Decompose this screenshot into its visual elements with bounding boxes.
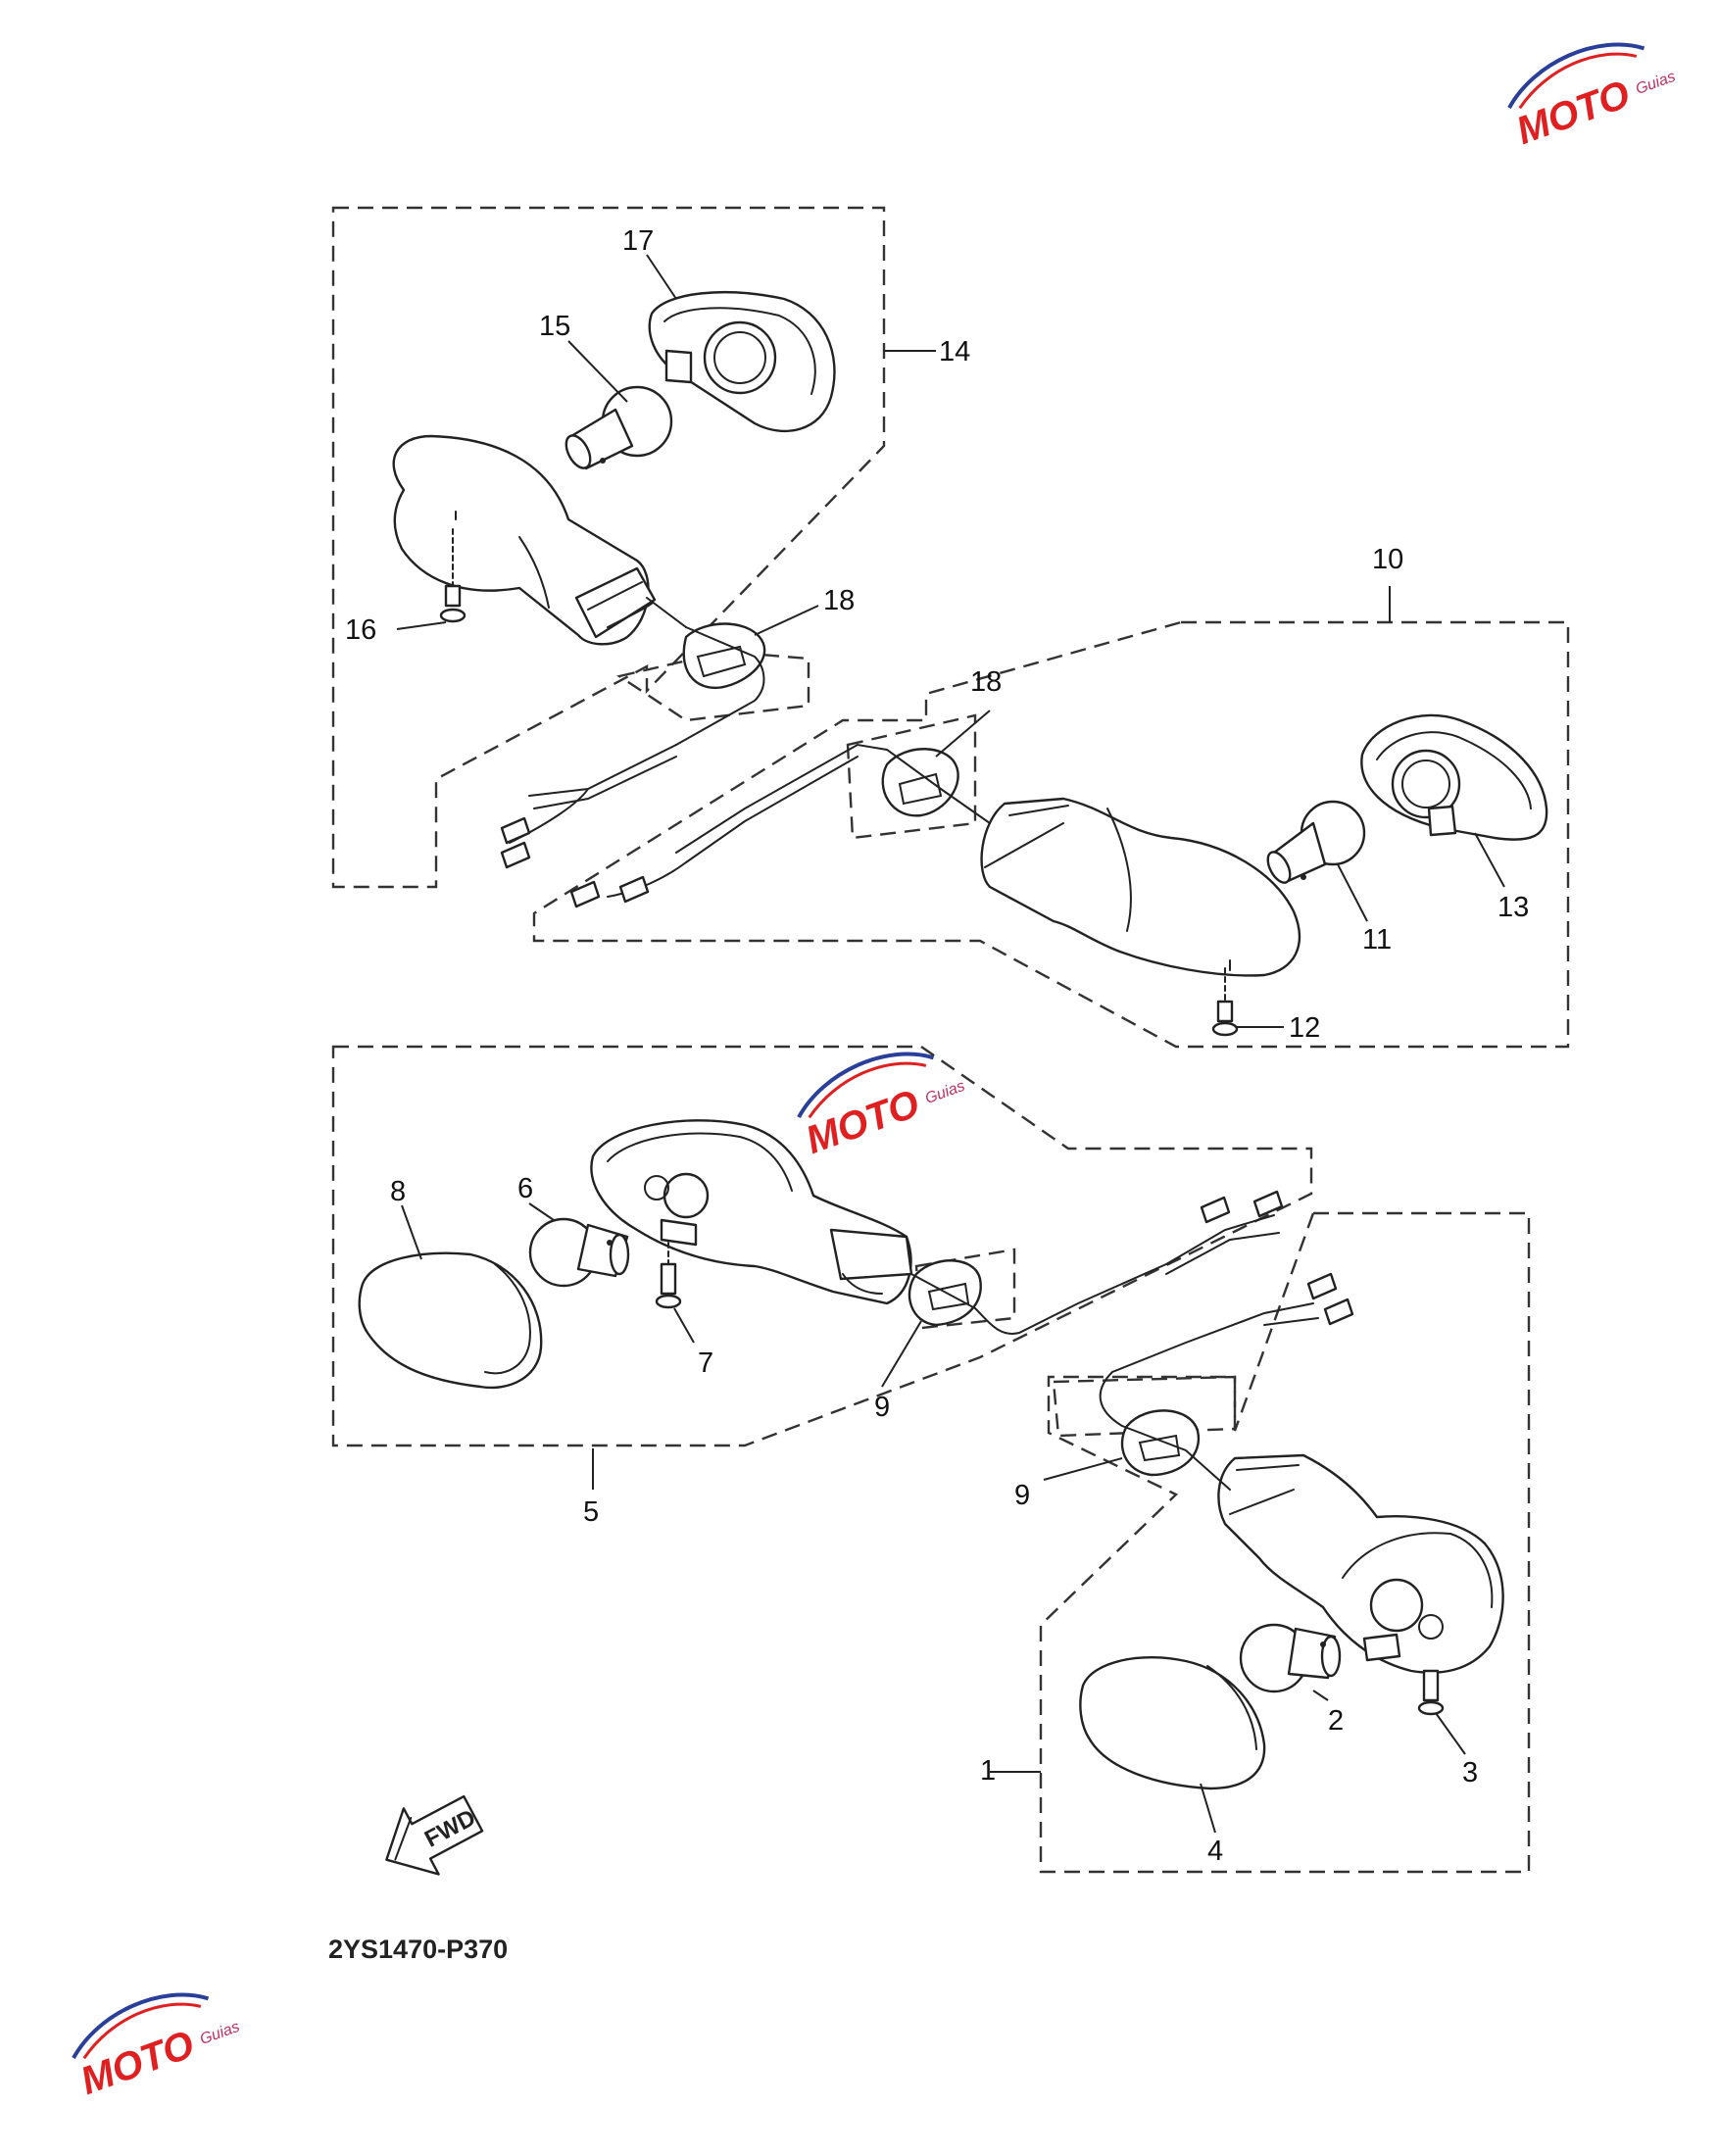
callout-6: 6 [517, 1173, 533, 1204]
callout-13: 13 [1497, 892, 1529, 923]
callout-3: 3 [1462, 1757, 1478, 1788]
watermark-sub-text: Guias [198, 2019, 242, 2048]
grommet-9-right [1120, 1409, 1201, 1477]
leader-lines [396, 254, 1505, 1834]
watermark-logo-center: MOTO Guias [797, 1052, 967, 1162]
assembly-14-boundary [331, 206, 886, 889]
callout-9-right: 9 [1014, 1480, 1030, 1511]
wire-harness-10 [569, 743, 991, 908]
watermark-brand-text: MOTO [801, 1082, 925, 1162]
wire-harness-14 [500, 626, 765, 869]
callout-9-left: 9 [874, 1392, 890, 1423]
screw-7 [655, 1242, 682, 1309]
callout-1: 1 [980, 1755, 996, 1787]
callout-10: 10 [1372, 544, 1403, 575]
watermark-logo-bottom-left: MOTO Guias [72, 1992, 242, 2103]
grommet-18-upper [682, 622, 766, 690]
callout-2: 2 [1328, 1705, 1344, 1737]
grommet-18-box-lower [846, 713, 977, 840]
grommet-9-box-right [1052, 1375, 1237, 1438]
screw-12 [1211, 967, 1239, 1037]
lens-17 [648, 291, 836, 432]
screw-16 [439, 528, 466, 623]
callout-4: 4 [1207, 1836, 1223, 1867]
callout-5: 5 [583, 1496, 599, 1528]
assembly-1-boundary [1039, 1211, 1531, 1874]
assembly-5-boundary [331, 1045, 1313, 1447]
callout-17: 17 [622, 225, 654, 257]
callout-15: 15 [539, 311, 570, 342]
callout-8: 8 [390, 1176, 406, 1207]
callout-18-upper: 18 [823, 585, 855, 616]
bulb-15 [564, 385, 673, 470]
fwd-arrow: FWD [385, 1794, 484, 1876]
callout-16: 16 [345, 614, 376, 646]
screw-3 [1417, 1669, 1445, 1716]
lens-4 [1079, 1655, 1266, 1790]
turn-signal-housing-1 [1217, 1453, 1504, 1674]
watermark-logo-top-right: MOTO Guias [1507, 42, 1678, 153]
callout-11: 11 [1362, 924, 1392, 956]
bulb-2 [1239, 1623, 1342, 1693]
grommet-18-lower [881, 748, 959, 817]
bulb-11 [1266, 800, 1366, 884]
wire-harness-1 [1099, 1272, 1354, 1491]
lens-8 [358, 1251, 543, 1390]
callout-18-lower: 18 [970, 666, 1002, 698]
bulb-6 [528, 1217, 630, 1288]
diagram-code: 2YS1470-P370 [328, 1935, 508, 1964]
watermark-sub-text: Guias [1634, 69, 1678, 98]
callout-7: 7 [698, 1348, 713, 1379]
assembly-10-boundary [532, 620, 1570, 1049]
watermark-brand-text: MOTO [1511, 73, 1636, 153]
watermark-sub-text: Guias [923, 1078, 967, 1107]
callout-12: 12 [1289, 1012, 1320, 1044]
grommet-18-box-upper [616, 650, 810, 722]
turn-signal-housing-5 [590, 1119, 913, 1305]
turn-signal-housing-10 [980, 797, 1301, 977]
wire-harness-5 [910, 1190, 1284, 1335]
callout-14: 14 [939, 336, 970, 368]
lens-13 [1360, 713, 1548, 841]
turn-signal-housing-14 [392, 434, 687, 646]
watermark-brand-text: MOTO [75, 2023, 200, 2103]
